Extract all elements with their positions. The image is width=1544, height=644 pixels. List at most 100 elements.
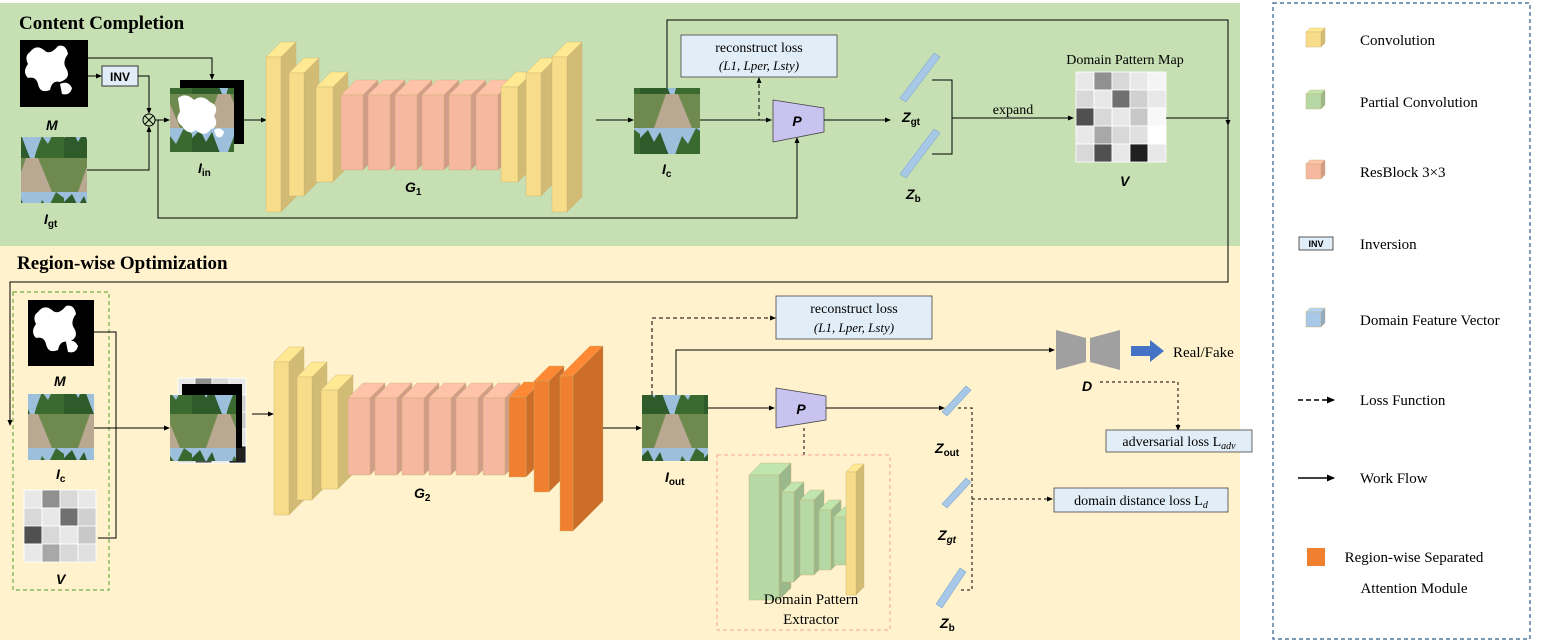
pattern-extractor-p-bottom bbox=[775, 387, 827, 429]
dpe-conv-layer bbox=[845, 463, 865, 596]
label-G2: G2 bbox=[414, 485, 431, 504]
legend-label: ResBlock 3×3 bbox=[1360, 165, 1446, 181]
domain-distance-loss-label: domain distance loss Ld bbox=[1074, 494, 1209, 511]
vector-z-b-top bbox=[899, 128, 941, 179]
real-fake-label: Real/Fake bbox=[1173, 345, 1234, 361]
blue-cube-icon-shape bbox=[1305, 307, 1326, 328]
label-P-top: P bbox=[792, 113, 802, 129]
label-G1: G1 bbox=[405, 179, 422, 198]
vector-z-b-bottom bbox=[935, 567, 967, 609]
label-Z-b-top: Zb bbox=[905, 186, 921, 205]
yellow-cube-icon-shape bbox=[1305, 27, 1326, 48]
legend-label: Work Flow bbox=[1360, 471, 1428, 487]
expand-label: expand bbox=[993, 103, 1033, 118]
discriminator-d bbox=[1056, 330, 1120, 370]
legend-label: Inversion bbox=[1360, 237, 1417, 253]
label-V-bottom: V bbox=[56, 571, 67, 587]
legend-label: Partial Convolution bbox=[1360, 95, 1478, 111]
bracket-z-vectors bbox=[932, 79, 953, 155]
label-I-gt: Igt bbox=[44, 211, 58, 230]
label-Z-gt-bottom: Zgt bbox=[937, 527, 957, 546]
real-fake-arrow-icon bbox=[1131, 340, 1164, 362]
svg-text:Igt: Igt bbox=[44, 211, 58, 230]
reconstruct-loss-terms-bottom: (L1, Lper, Lsty) bbox=[814, 320, 894, 335]
reconstruct-loss-terms-top: (L1, Lper, Lsty) bbox=[719, 58, 799, 73]
completed-image-top bbox=[634, 88, 700, 154]
svg-text:INV: INV bbox=[1308, 239, 1323, 249]
svg-text:G2: G2 bbox=[414, 485, 431, 504]
vector-z-out bbox=[941, 385, 972, 417]
inv-box-icon: INV bbox=[1298, 236, 1334, 251]
stacked-input-bottom bbox=[170, 377, 247, 464]
svg-text:Zout: Zout bbox=[934, 440, 960, 459]
mask-image-top bbox=[20, 40, 88, 107]
g2-attention-layer bbox=[533, 365, 565, 493]
bracket-inputs bbox=[94, 331, 117, 539]
arrow-iout-to-d bbox=[675, 347, 1055, 395]
domain-pattern-map-bottom bbox=[23, 489, 97, 563]
svg-text:Ic: Ic bbox=[662, 161, 672, 180]
g1-conv-layer bbox=[525, 57, 557, 197]
label-V-top: V bbox=[1120, 173, 1131, 189]
generator-g2 bbox=[273, 345, 604, 532]
mask-image-bottom bbox=[28, 300, 94, 366]
g1-conv-layer bbox=[288, 57, 320, 197]
dpe-label-line1: Domain Pattern bbox=[764, 592, 859, 608]
input-group-box bbox=[12, 291, 110, 591]
g1-conv-layer bbox=[551, 41, 583, 213]
label-Z-out: Zout bbox=[934, 440, 960, 459]
vector-z-gt-top bbox=[899, 52, 941, 103]
ground-truth-image bbox=[21, 137, 87, 203]
label-I-out: Iout bbox=[665, 469, 685, 488]
arrow-igt-to-mult bbox=[87, 126, 152, 171]
svg-text:Zgt: Zgt bbox=[937, 527, 957, 546]
legend-label: Region-wise Separated bbox=[1345, 550, 1484, 566]
domain-pattern-extractor-layers bbox=[748, 462, 865, 601]
adversarial-loss-box bbox=[1105, 429, 1253, 453]
section-title-top: Content Completion bbox=[19, 13, 185, 34]
yellow-cube-icon bbox=[1305, 27, 1326, 48]
label-Z-gt-top: Zgt bbox=[901, 109, 921, 128]
label-M-top: M bbox=[46, 117, 58, 133]
reconstruct-loss-box-top bbox=[680, 34, 838, 78]
domain-pattern-map-title: Domain Pattern Map bbox=[1066, 53, 1183, 68]
label-I-c-top: Ic bbox=[662, 161, 672, 180]
green-cube-icon-shape bbox=[1305, 89, 1326, 110]
legend-label-line2: Attention Module bbox=[1360, 581, 1467, 597]
domain-pattern-extractor-box bbox=[716, 454, 891, 631]
input-image-stack bbox=[170, 80, 244, 152]
label-I-in: Iin bbox=[198, 160, 211, 179]
pattern-extractor-p-top bbox=[772, 99, 825, 143]
svg-text:Zb: Zb bbox=[905, 186, 921, 205]
arrow-inv-to-mult bbox=[138, 75, 152, 114]
vector-z-gt-bottom bbox=[941, 477, 972, 509]
orange-square-icon bbox=[1307, 548, 1325, 566]
generator-g1 bbox=[265, 41, 583, 213]
green-cube-icon bbox=[1305, 89, 1326, 110]
label-M-bottom: M bbox=[54, 373, 66, 389]
svg-text:Zb: Zb bbox=[939, 615, 955, 634]
salmon-cube-icon bbox=[1305, 159, 1326, 180]
svg-text:Iout: Iout bbox=[665, 469, 685, 488]
arrow-m-to-iin bbox=[88, 57, 215, 80]
section-title-bottom: Region-wise Optimization bbox=[17, 253, 228, 274]
svg-text:Zgt: Zgt bbox=[901, 109, 921, 128]
label-D: D bbox=[1082, 378, 1092, 394]
label-Z-b-bottom: Zb bbox=[939, 615, 955, 634]
svg-text:G1: G1 bbox=[405, 179, 422, 198]
arrow-top-to-bottom bbox=[7, 118, 1229, 426]
reconstruct-loss-box-bottom bbox=[775, 295, 933, 340]
arrow-ic-to-output-top bbox=[666, 19, 1231, 126]
g2-attention-layer bbox=[559, 345, 604, 532]
domain-distance-loss-box bbox=[1053, 487, 1229, 513]
legend-label: Loss Function bbox=[1360, 393, 1446, 409]
dpe-label-line2: Extractor bbox=[783, 612, 839, 628]
loss-arrow-iout-to-reconstruct bbox=[651, 315, 776, 395]
salmon-cube-icon-shape bbox=[1305, 159, 1326, 180]
reconstruct-loss-label-top: reconstruct loss bbox=[715, 41, 802, 56]
legend-label: Domain Feature Vector bbox=[1360, 313, 1500, 329]
adversarial-loss-label: adversarial loss Ladv bbox=[1122, 435, 1236, 452]
svg-text:Ic: Ic bbox=[56, 466, 66, 485]
